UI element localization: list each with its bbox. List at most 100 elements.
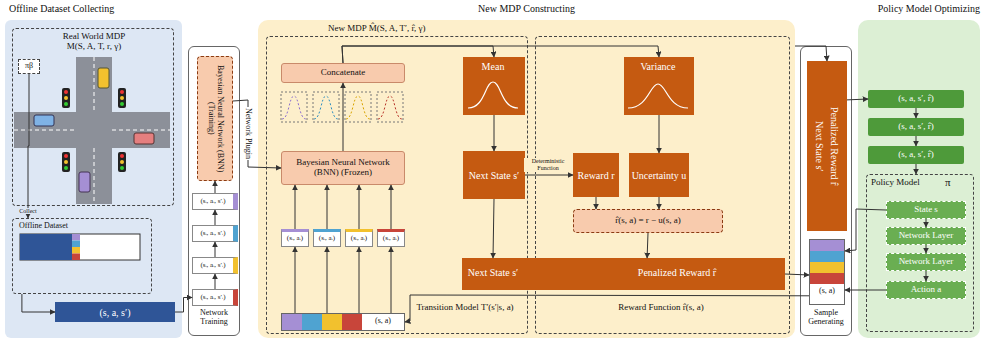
node-label: State s — [914, 205, 938, 215]
distribution-curves — [281, 92, 403, 122]
node-label: Uncertainty u — [632, 170, 687, 181]
node-label: r̂(s, a) = r − u(s, a) — [615, 216, 681, 226]
data-tuple: (s, a, s′, r̂) — [868, 118, 964, 136]
connector — [342, 46, 659, 63]
node-label: Penalized Reward r̂ — [602, 267, 752, 278]
process-box: Reward r — [573, 153, 619, 197]
node-label: (s, a) — [362, 317, 404, 326]
connector — [295, 185, 296, 229]
variance-curve — [628, 84, 688, 108]
connector — [359, 247, 360, 313]
output-bar: Next State s′ Penalized Reward r̂ — [462, 258, 785, 290]
data-tuple: (sᵢ, aᵢ, s′ᵢ) — [192, 193, 238, 210]
intersection — [14, 57, 170, 204]
data-tuple: (s, a, s′, r̂) — [868, 146, 964, 164]
section-panel: Policy Model Optimizing(s, a, s′, r̂)(s,… — [858, 20, 980, 338]
connector — [659, 115, 660, 153]
node-label: Sample Generating — [801, 309, 851, 327]
data-tuple: (sᵢ, aᵢ, s′ᵢ) — [192, 225, 238, 242]
node-label: Action a — [911, 285, 942, 295]
connector — [795, 46, 827, 61]
node-label: Network Layer — [899, 257, 954, 267]
node-label: Offline Dataset — [19, 222, 119, 231]
node-label: Policy Model Optimizing — [858, 3, 980, 14]
node-label: Concatenate — [321, 68, 365, 78]
data-tuple: (sᵢ, aᵢ, s′ᵢ) — [192, 289, 238, 306]
connector — [28, 74, 29, 218]
connector — [405, 295, 809, 322]
node-label: Network Training — [189, 309, 239, 327]
edge-label: Network Plugin — [244, 107, 253, 160]
node-label: (s, a, s′, r̂) — [898, 150, 933, 160]
connector — [926, 219, 927, 227]
data-tuple: (sᵢ, aᵢ) — [281, 229, 309, 247]
node-label: Offline Dataset Collecting — [9, 3, 184, 14]
connector — [647, 233, 649, 258]
data-bar: (s, a) — [281, 313, 405, 331]
layer-box: Network Layer — [886, 253, 966, 271]
node-label: Penalized Reward r̂ — [829, 107, 840, 185]
process-box: Concatenate — [281, 63, 405, 83]
node-label: Network Layer — [899, 231, 954, 241]
section-panel: Network Training Bayesian Neural Network … — [188, 46, 240, 336]
network-box: Bayesian Neural Network (BNN) (Training) — [197, 56, 233, 181]
node-label: (sᵢ, aᵢ) — [351, 235, 367, 243]
connector — [327, 185, 328, 229]
connector — [596, 197, 597, 209]
edge-label: Collect — [18, 208, 37, 215]
section-panel: Offline Dataset CollectingReal World MDP… — [5, 20, 182, 338]
connector — [215, 242, 216, 257]
node-label: Reward r — [578, 170, 615, 181]
edge-label: Deterministic Function — [524, 158, 572, 171]
data-tuple: (s, a, s′, r̂) — [868, 90, 964, 108]
node-label: (s, a, s′) — [99, 307, 130, 318]
layer-box: Network Layer — [886, 227, 966, 245]
connector — [926, 271, 927, 281]
connector — [327, 247, 328, 313]
node-label: (s, a) — [810, 287, 844, 296]
connector — [391, 185, 392, 229]
node-label: (sᵢ, aᵢ, s′ᵢ) — [200, 294, 225, 302]
node-label: New MDP Constructing — [258, 3, 795, 14]
connector — [295, 247, 296, 313]
node-label: Bayesian Neural Network (BNN) (Frozen) — [284, 158, 402, 178]
connector — [845, 290, 886, 291]
layer-box: State s — [886, 201, 966, 219]
data-tuple: (sᵢ, aᵢ) — [345, 229, 373, 247]
node-label: Mean — [463, 61, 523, 72]
node-label: Transition Model T′(s′|s, a) — [415, 303, 515, 313]
process-box: Variance — [624, 57, 694, 115]
node-label: Variance — [624, 61, 692, 72]
section-panel: Sample Generating Next State s′ Penalized … — [800, 46, 852, 336]
node-label: Next State s′ — [814, 121, 825, 172]
node-label: (sᵢ, aᵢ) — [319, 235, 335, 243]
data-tuple: (sᵢ, aᵢ) — [313, 229, 341, 247]
connector — [391, 247, 392, 313]
node-label: (sᵢ, aᵢ) — [383, 235, 399, 243]
section-panel: New MDP ConstructingNew MDP M̂(S, A, T′,… — [258, 20, 795, 338]
node-label: Next State s′ — [462, 267, 524, 278]
network-box: Bayesian Neural Network (BNN) (Frozen) — [281, 151, 405, 185]
node-label: (sᵢ, aᵢ, s′ᵢ) — [200, 198, 225, 206]
connector — [493, 199, 494, 258]
node-label: Reward Function r̂(s, a) — [596, 303, 726, 313]
sample-stack: (s, a) — [809, 239, 845, 305]
connector — [215, 274, 216, 289]
node-label: Next State s′ — [469, 170, 520, 181]
connector — [659, 197, 660, 209]
connector — [525, 175, 573, 176]
node-label: π — [945, 176, 965, 188]
node-label: πβ — [25, 62, 33, 71]
mean-curve — [468, 82, 518, 108]
dataset-group: Offline Dataset — [12, 218, 152, 294]
connector — [926, 245, 927, 253]
connector — [359, 185, 360, 229]
connector — [175, 298, 192, 313]
policy-group: Policy ModelπState sNetwork LayerNetwork… — [866, 174, 974, 332]
connector — [215, 181, 216, 193]
dataset-bar — [20, 234, 140, 260]
process-box: Mean — [463, 57, 525, 115]
connector — [343, 83, 344, 151]
connector — [916, 164, 917, 174]
node-label: (sᵢ, aᵢ) — [287, 235, 303, 243]
